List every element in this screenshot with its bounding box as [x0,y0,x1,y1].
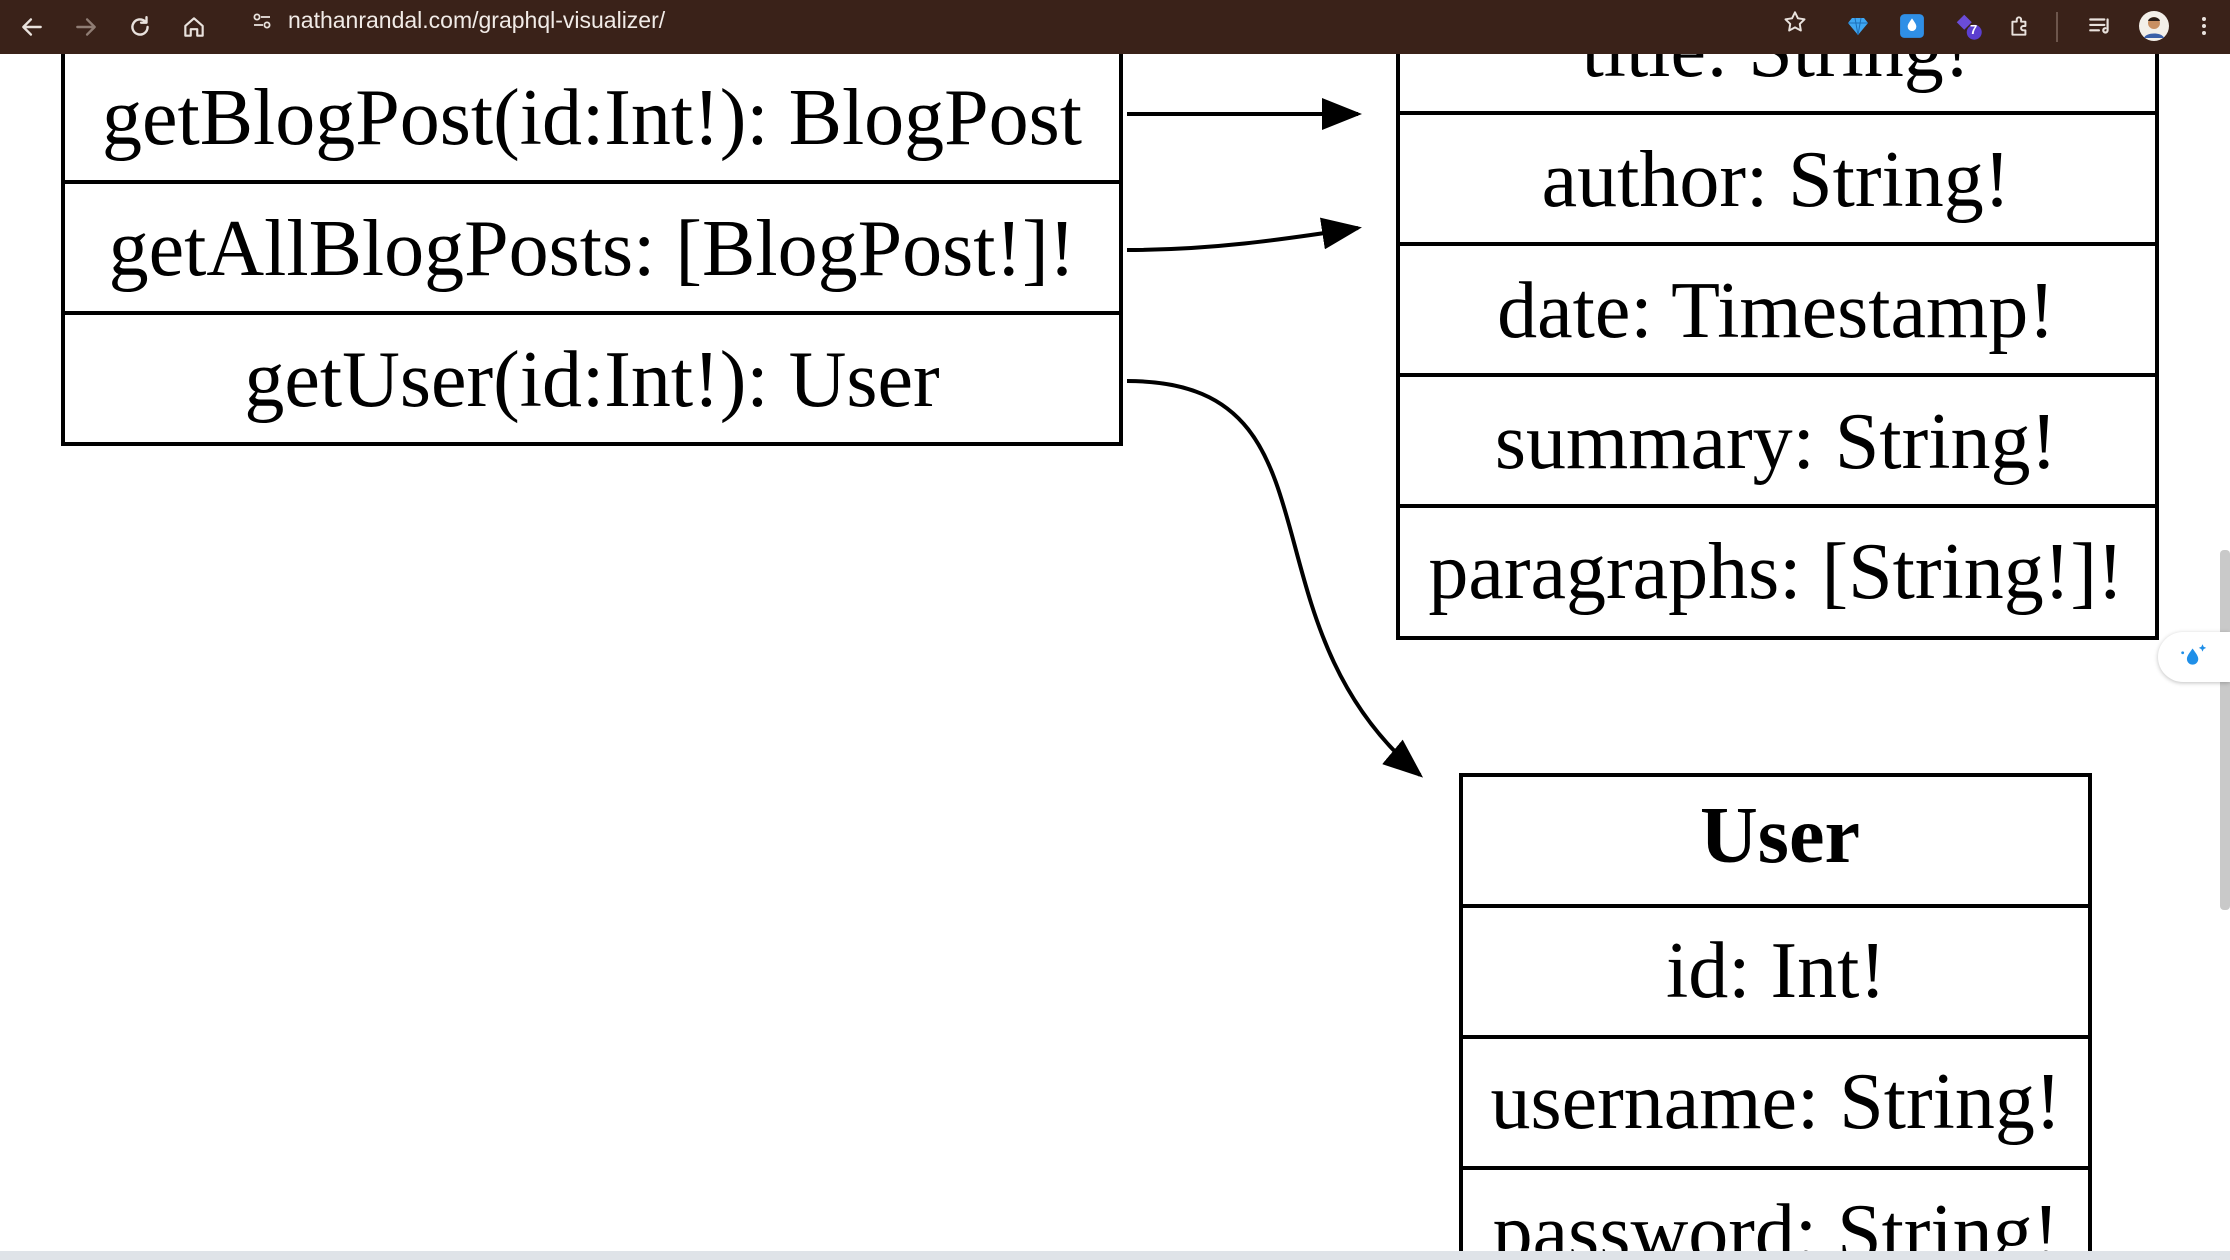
blogpost-field-box-4 [1396,504,2159,640]
user-field-id: id: Int! [1666,927,1886,1015]
blogpost-field-box-2 [1396,242,2159,377]
bookmark-button[interactable] [1778,5,1812,39]
blogpost-field-title: title: String! [1582,54,1971,94]
user-node: User id: Int! username: String! password… [1459,773,2092,1251]
edge-getallblogposts-to-blogpost [1126,217,1362,252]
page-viewport: getBlogPost(id:Int!): BlogPost getAllBlo… [0,54,2230,1251]
url-text[interactable]: nathanrandal.com/graphql-visualizer/ [288,7,666,33]
blogpost-field-box-3 [1396,373,2159,508]
arrow-left-icon [22,18,42,36]
graph-canvas: getBlogPost(id:Int!): BlogPost getAllBlo… [61,54,2159,1251]
blogpost-field-summary: summary: String! [1495,398,2057,486]
browser-toolbar: nathanrandal.com/graphql-visualizer/ 7 [0,0,2230,54]
home-button[interactable] [172,5,216,49]
home-icon [184,17,204,37]
user-field-password: password: String! [1493,1189,2060,1251]
reading-list-button[interactable] [2082,8,2118,44]
user-field-username: username: String! [1491,1058,2062,1146]
droplet-icon [1900,14,1924,38]
reading-list-icon [2089,18,2109,34]
back-button[interactable] [10,5,54,49]
toolbar-divider [2056,12,2058,42]
query-field-box-1 [61,180,1123,315]
reload-icon [131,16,149,36]
window-bottom-strip [0,1251,2230,1260]
sparkle-droplet-icon [2181,644,2207,665]
browser-menu-button[interactable] [2186,8,2222,44]
extension-droplet[interactable] [1894,8,1930,44]
tune-icon [253,13,271,29]
avatar-icon [2139,11,2169,41]
arrow-right-icon [76,18,96,36]
query-field-getuser: getUser(id:Int!): User [244,336,939,424]
query-field-getallblogposts: getAllBlogPosts: [BlogPost!]! [109,205,1076,293]
blogpost-field-author: author: String! [1542,136,2011,224]
query-field-box-2 [61,311,1123,446]
kebab-menu-icon [2202,17,2206,35]
query-node: getBlogPost(id:Int!): BlogPost getAllBlo… [61,54,1123,446]
edge-getuser-to-user [1126,379,1424,778]
profile-avatar[interactable] [2136,8,2172,44]
vertical-scrollbar-thumb[interactable] [2220,550,2230,910]
extension-badged[interactable]: 7 [1950,8,1986,44]
address-bar[interactable]: nathanrandal.com/graphql-visualizer/ [234,2,1834,52]
extension-diamond[interactable] [1840,8,1876,44]
user-node-title: User [1700,792,1860,880]
puzzle-icon [2011,16,2027,36]
tag-icon [1956,14,1982,40]
reload-button[interactable] [118,5,162,49]
diamond-icon [1848,17,1868,36]
user-field-box-2 [1459,1166,2092,1251]
query-field-getblogpost: getBlogPost(id:Int!): BlogPost [102,74,1082,162]
user-field-box-1 [1459,1035,2092,1170]
forward-button[interactable] [64,5,108,49]
user-title-box [1459,773,2092,908]
extension-badge-count: 7 [1970,22,1978,37]
assistant-side-button[interactable] [2158,632,2230,682]
blogpost-field-paragraphs: paragraphs: [String!]! [1428,528,2123,616]
extensions-button[interactable] [2002,8,2038,44]
blogpost-node: title: String! author: String! date: Tim… [1396,54,2159,640]
site-info-button[interactable] [246,5,278,37]
star-icon [1784,11,1806,32]
blogpost-field-date: date: Timestamp! [1497,267,2055,355]
